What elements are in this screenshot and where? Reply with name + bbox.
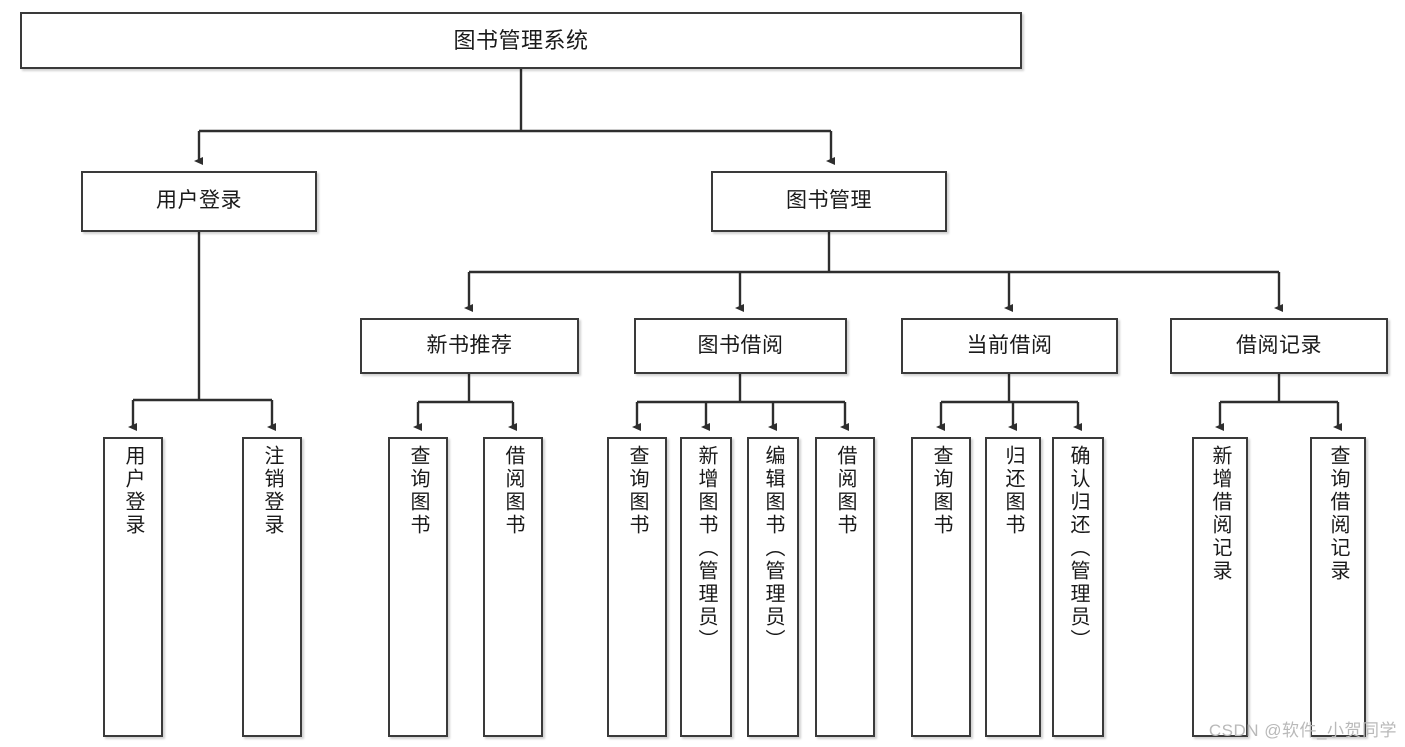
node-label: 新增图书（管理员） <box>695 445 717 652</box>
leaf-query-book-current[interactable]: 查询图书 <box>911 437 971 737</box>
node-label: 图书管理 <box>786 189 872 213</box>
node-borrow-record[interactable]: 借阅记录 <box>1170 318 1388 374</box>
node-label: 借阅图书 <box>502 445 524 537</box>
leaf-add-borrow-record[interactable]: 新增借阅记录 <box>1192 437 1248 737</box>
node-label: 确认归还（管理员） <box>1067 445 1089 652</box>
node-label: 图书借阅 <box>697 333 784 357</box>
leaf-confirm-return-admin[interactable]: 确认归还（管理员） <box>1052 437 1104 737</box>
node-book-borrow[interactable]: 图书借阅 <box>634 318 847 374</box>
node-label: 图书管理系统 <box>453 27 589 53</box>
leaf-add-book-admin[interactable]: 新增图书（管理员） <box>680 437 732 737</box>
node-label: 新书推荐 <box>426 333 513 357</box>
node-label: 注销登录 <box>261 445 283 537</box>
leaf-query-book-borrow[interactable]: 查询图书 <box>607 437 667 737</box>
leaf-edit-book-admin[interactable]: 编辑图书（管理员） <box>747 437 799 737</box>
node-label: 借阅记录 <box>1236 333 1322 357</box>
node-new-book-recommend[interactable]: 新书推荐 <box>360 318 579 374</box>
leaf-logout[interactable]: 注销登录 <box>242 437 302 737</box>
leaf-borrow-book-recommend[interactable]: 借阅图书 <box>483 437 543 737</box>
watermark: CSDN @软件_小贺同学 <box>1208 721 1397 740</box>
node-user-login[interactable]: 用户登录 <box>81 171 317 232</box>
node-label: 编辑图书（管理员） <box>762 445 784 652</box>
node-label: 查询图书 <box>930 445 952 537</box>
node-label: 当前借阅 <box>966 333 1053 357</box>
node-label: 查询图书 <box>626 445 648 537</box>
node-label: 新增借阅记录 <box>1209 445 1231 583</box>
node-label: 用户登录 <box>122 445 144 537</box>
leaf-query-book-recommend[interactable]: 查询图书 <box>388 437 448 737</box>
leaf-borrow-book[interactable]: 借阅图书 <box>815 437 875 737</box>
leaf-query-borrow-record[interactable]: 查询借阅记录 <box>1310 437 1366 737</box>
node-label: 借阅图书 <box>834 445 856 537</box>
node-book-management[interactable]: 图书管理 <box>711 171 947 232</box>
node-label: 查询图书 <box>407 445 429 537</box>
node-label: 归还图书 <box>1002 445 1024 537</box>
node-label: 查询借阅记录 <box>1327 445 1349 583</box>
node-book-management-system[interactable]: 图书管理系统 <box>20 12 1022 69</box>
node-current-borrow[interactable]: 当前借阅 <box>901 318 1118 374</box>
leaf-user-login[interactable]: 用户登录 <box>103 437 163 737</box>
leaf-return-book[interactable]: 归还图书 <box>985 437 1041 737</box>
node-label: 用户登录 <box>156 189 242 213</box>
